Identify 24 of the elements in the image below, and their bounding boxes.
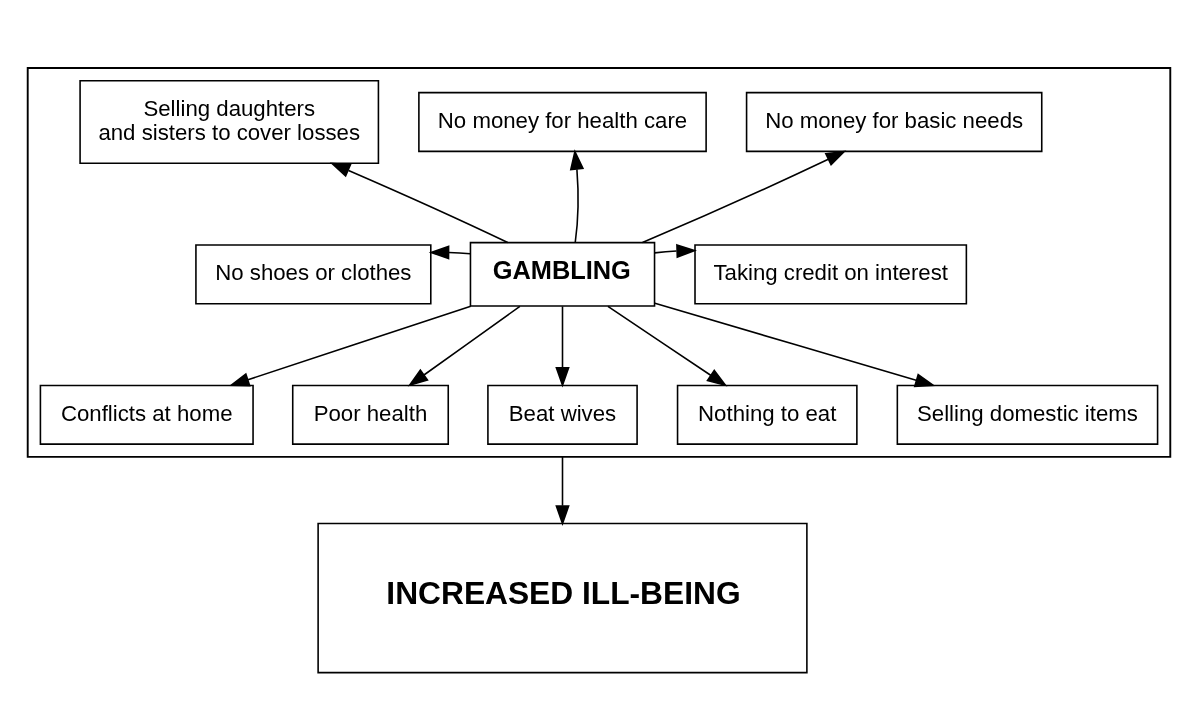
node-box: No money for basic needs: [745, 91, 1043, 152]
node-box: Nothing to eat: [676, 384, 858, 445]
node-box: Taking credit on interest: [694, 243, 968, 304]
arrow: [555, 305, 570, 388]
arrow: [607, 305, 728, 386]
arrow: [641, 150, 847, 243]
node-box: No money for health care: [418, 91, 707, 152]
node-box: Beat wives: [487, 384, 638, 445]
arrow: [654, 301, 936, 387]
node-box: GAMBLING: [469, 241, 656, 307]
arrow: [569, 148, 585, 243]
arrow: [555, 455, 570, 526]
cluster: [26, 66, 1172, 458]
node-box: No shoes or clothes: [195, 243, 432, 304]
node-box: INCREASED ILL-BEING: [317, 522, 808, 673]
node-box: Selling daughters and sisters to cover losses: [79, 79, 380, 164]
node-box: Selling domestic items: [896, 384, 1159, 445]
arrow: [407, 305, 521, 387]
arrow: [329, 161, 509, 243]
node-box: Poor health: [291, 384, 450, 445]
arrow: [653, 243, 697, 258]
arrow: [228, 304, 472, 386]
arrow: [428, 244, 471, 260]
node-box: Conflicts at home: [39, 384, 254, 445]
